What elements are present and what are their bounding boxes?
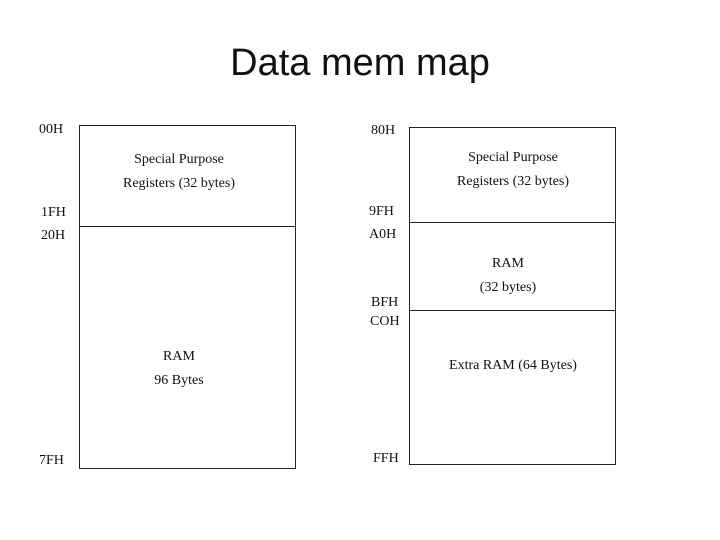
- left-ram-line1: RAM: [163, 349, 195, 364]
- page-title: Data mem map: [230, 42, 490, 84]
- left-ram-line2: 96 Bytes: [154, 373, 204, 388]
- right-address-start: 80H: [371, 123, 396, 138]
- left-map-box: [79, 125, 296, 469]
- right-address-sfr-end: 9FH: [369, 204, 394, 219]
- left-address-ram-start: 20H: [41, 228, 66, 243]
- right-address-ram-start: A0H: [369, 227, 397, 242]
- left-sfr-line2: Registers (32 bytes): [123, 176, 235, 191]
- right-sfr-line1: Special Purpose: [468, 150, 558, 165]
- right-map-divider-2: [409, 310, 616, 311]
- left-map-divider: [79, 226, 296, 227]
- left-address-start: 00H: [39, 122, 64, 137]
- left-sfr-line1: Special Purpose: [134, 152, 224, 167]
- right-extra-ram-region-label: Extra RAM (64 Bytes): [418, 354, 608, 378]
- right-ram-line2: (32 bytes): [479, 280, 537, 295]
- right-ram-region-label: RAM (32 bytes): [418, 252, 598, 300]
- right-address-ram-end: BFH: [371, 295, 399, 310]
- right-sfr-region-label: Special Purpose Registers (32 bytes): [418, 146, 608, 194]
- left-ram-region-label: RAM 96 Bytes: [79, 345, 279, 393]
- left-address-sfr-end: 1FH: [41, 205, 66, 220]
- right-map-divider-1: [409, 222, 616, 223]
- right-extra-ram-line1: Extra RAM (64 Bytes): [449, 358, 577, 373]
- right-address-extra-start: COH: [370, 314, 400, 329]
- right-ram-line1: RAM: [492, 256, 524, 271]
- left-sfr-region-label: Special Purpose Registers (32 bytes): [79, 148, 279, 196]
- right-map-box: [409, 127, 616, 465]
- left-address-end: 7FH: [39, 453, 64, 468]
- right-sfr-line2: Registers (32 bytes): [457, 174, 569, 189]
- right-address-end: FFH: [373, 451, 399, 466]
